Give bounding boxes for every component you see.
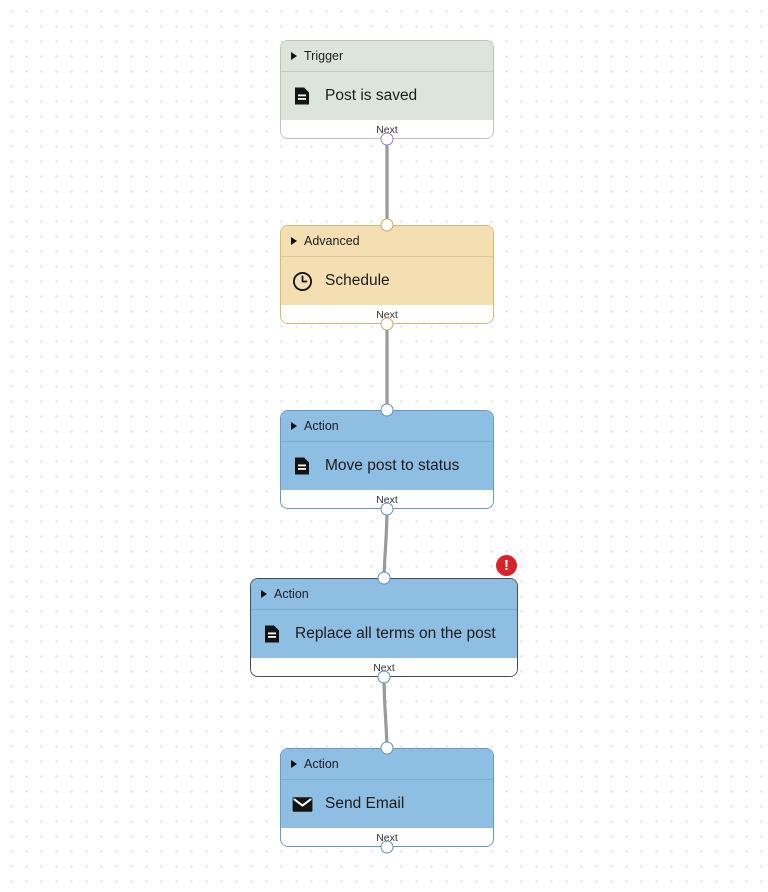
workflow-node-action-move-post[interactable]: Action Move post to status Next	[280, 403, 494, 516]
chevron-right-icon[interactable]	[261, 590, 267, 598]
node-input-port[interactable]	[377, 571, 391, 585]
node-title: Move post to status	[325, 457, 460, 474]
node-body: Send Email	[281, 779, 493, 828]
node-output-port[interactable]	[380, 840, 394, 854]
node-input-port[interactable]	[380, 741, 394, 755]
node-category-label: Action	[274, 587, 309, 601]
node-input-port[interactable]	[380, 218, 394, 232]
node-footer-next[interactable]: Next	[281, 828, 493, 846]
node-output-port[interactable]	[377, 670, 391, 684]
node-category-label: Trigger	[304, 49, 344, 63]
document-icon	[261, 623, 283, 645]
node-body: Post is saved	[281, 71, 493, 120]
workflow-node-action-replace-terms[interactable]: Action Replace all terms on the post Nex…	[250, 571, 518, 684]
chevron-right-icon[interactable]	[291, 422, 297, 430]
document-icon	[291, 455, 313, 477]
node-footer-next[interactable]: Next	[281, 305, 493, 323]
chevron-right-icon[interactable]	[291, 237, 297, 245]
node-title: Schedule	[325, 272, 390, 289]
clock-icon	[291, 270, 313, 292]
chevron-right-icon[interactable]	[291, 760, 297, 768]
node-category-label: Advanced	[304, 234, 360, 248]
workflow-node-trigger[interactable]: Trigger Post is saved Next	[280, 40, 494, 146]
document-icon	[291, 85, 313, 107]
node-output-port[interactable]	[380, 317, 394, 331]
chevron-right-icon[interactable]	[291, 52, 297, 60]
exclamation-icon: !	[504, 557, 509, 574]
node-input-port[interactable]	[380, 403, 394, 417]
error-badge[interactable]: !	[496, 555, 517, 576]
node-footer-next[interactable]: Next	[281, 120, 493, 138]
node-title: Send Email	[325, 795, 405, 812]
node-output-port[interactable]	[380, 502, 394, 516]
node-category-label: Action	[304, 757, 339, 771]
node-title: Post is saved	[325, 87, 418, 104]
node-title: Replace all terms on the post	[295, 625, 496, 642]
node-output-port[interactable]	[380, 132, 394, 146]
node-footer-next[interactable]: Next	[251, 658, 517, 676]
workflow-node-action-send-email[interactable]: Action Send Email Next	[280, 741, 494, 854]
node-category-label: Action	[304, 419, 339, 433]
workflow-node-advanced[interactable]: Advanced Schedule Next	[280, 218, 494, 331]
node-body: Schedule	[281, 256, 493, 305]
edge-action2-to-action3	[382, 674, 389, 748]
node-body: Move post to status	[281, 441, 493, 490]
node-body: Replace all terms on the post	[251, 609, 517, 658]
node-footer-next[interactable]: Next	[281, 490, 493, 508]
edge-action1-to-action2	[382, 505, 389, 579]
envelope-icon	[291, 793, 313, 815]
node-header[interactable]: Trigger	[281, 41, 493, 71]
